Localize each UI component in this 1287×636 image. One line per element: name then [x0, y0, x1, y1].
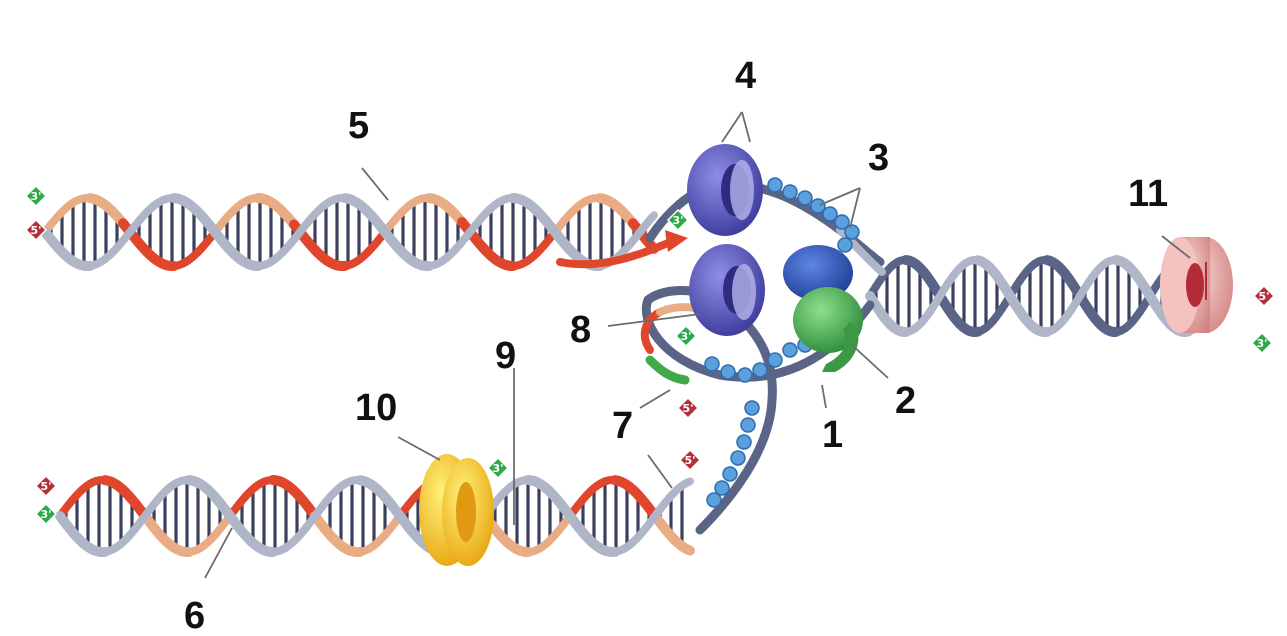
ssb-bead: [707, 493, 721, 507]
label-6: 6: [184, 595, 205, 636]
pointer-5: [362, 168, 388, 200]
svg-text:3': 3': [672, 214, 683, 227]
svg-text:3': 3': [492, 462, 503, 475]
end-marker-5prime: 5': [1254, 286, 1274, 306]
dna-ligase-ring: [419, 454, 494, 566]
label-11: 11: [1128, 173, 1168, 215]
ssb-bead: [838, 238, 852, 252]
pointer-3b: [850, 188, 860, 228]
label-8: 8: [570, 309, 591, 351]
svg-text:5': 5': [30, 224, 41, 237]
end-marker-3prime: 3': [488, 458, 508, 478]
pointer-1: [822, 385, 826, 408]
pointer-3a: [820, 188, 860, 205]
pointer-10: [398, 437, 440, 460]
pointer-4b: [742, 112, 750, 142]
label-2: 2: [895, 380, 916, 422]
end-marker-3prime: 3': [26, 186, 46, 206]
ssb-bead: [721, 365, 735, 379]
svg-text:5': 5': [40, 480, 51, 493]
end-marker-3prime: 3': [1252, 333, 1272, 353]
ssb-bead: [745, 401, 759, 415]
ssb-bead: [753, 363, 767, 377]
pointer-2: [852, 345, 888, 378]
svg-text:3': 3': [1256, 337, 1267, 350]
ring-protein-upper: [687, 144, 763, 236]
ssb-bead: [783, 185, 797, 199]
leading-strand-arrowhead: [665, 230, 688, 252]
ssb-bead: [768, 178, 782, 192]
svg-text:3': 3': [30, 190, 41, 203]
topoisomerase-ring: [1160, 237, 1233, 333]
strand-segment: [651, 215, 654, 218]
label-7-upper: 7: [612, 405, 633, 447]
ssb-bead: [798, 191, 812, 205]
end-marker-3prime: 3': [36, 504, 56, 524]
bottom-daughter-helix: [60, 480, 690, 552]
label-1: 1: [822, 414, 843, 456]
ssb-bead: [705, 357, 719, 371]
svg-text:3': 3': [680, 330, 691, 343]
label-3: 3: [868, 137, 889, 179]
parental-helix: [870, 260, 1200, 332]
ring-protein-lower: [689, 244, 765, 336]
ssb-bead: [738, 368, 752, 382]
ssb-bead: [768, 353, 782, 367]
ssb-bead: [723, 467, 737, 481]
top-daughter-helix: [45, 198, 654, 266]
ssb-bead: [737, 435, 751, 449]
label-5: 5: [348, 105, 369, 147]
svg-text:5': 5': [682, 402, 693, 415]
pointer-7b: [648, 455, 672, 488]
ssb-bead: [731, 451, 745, 465]
end-marker-5prime: 5': [678, 398, 698, 418]
end-marker-3prime: 3': [676, 326, 696, 346]
label-10: 10: [355, 387, 397, 429]
ssb-bead: [783, 343, 797, 357]
end-marker-5prime: 5': [680, 450, 700, 470]
end-marker-5prime: 5': [36, 476, 56, 496]
strand-segment: [687, 481, 690, 482]
ssb-bead: [845, 225, 859, 239]
pointer-4a: [722, 112, 742, 142]
label-4: 4: [735, 55, 756, 97]
svg-text:5': 5': [1258, 290, 1269, 303]
pointer-7a: [640, 390, 670, 408]
ssb-bead: [741, 418, 755, 432]
label-9: 9: [495, 335, 516, 377]
svg-text:5': 5': [684, 454, 695, 467]
svg-text:3': 3': [40, 508, 51, 521]
strand-segment: [687, 549, 690, 550]
